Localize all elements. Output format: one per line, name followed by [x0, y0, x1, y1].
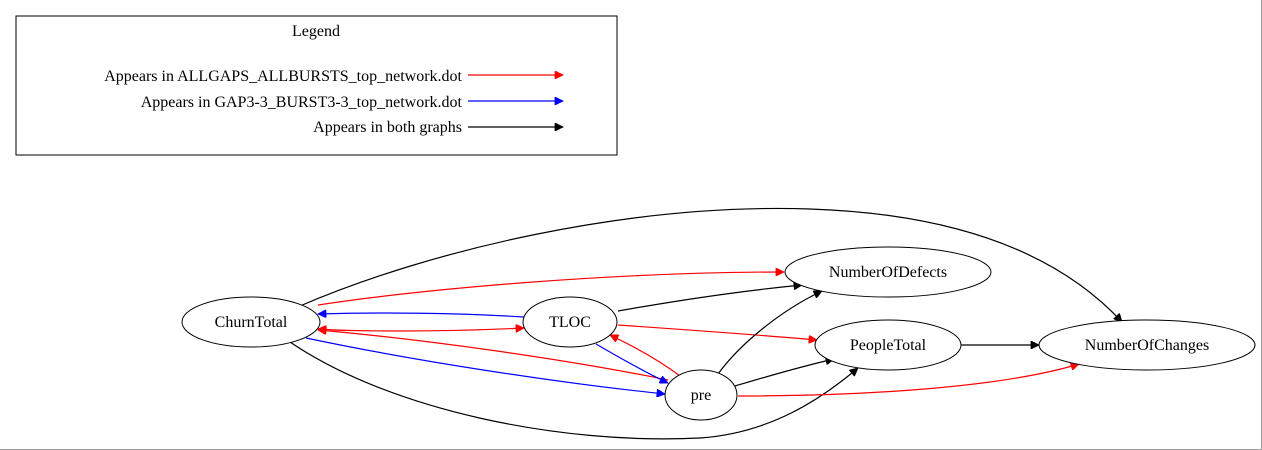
edge-churn-to-people: [289, 341, 858, 440]
edge-tloc-to-churn: [318, 313, 525, 317]
edges: [289, 207, 1122, 440]
node-label: PeopleTotal: [850, 337, 927, 354]
node-number-of-defects[interactable]: NumberOfDefects: [784, 246, 992, 298]
node-pre[interactable]: pre: [664, 369, 738, 421]
node-label: TLOC: [549, 314, 591, 331]
edge-churn-to-tloc: [332, 328, 524, 331]
node-number-of-changes[interactable]: NumberOfChanges: [1038, 319, 1256, 371]
edge-pre-to-tloc: [610, 335, 681, 377]
legend-entry-label: Appears in GAP3-3_BURST3-3_top_network.d…: [141, 94, 463, 111]
node-churn-total[interactable]: ChurnTotal: [181, 296, 321, 348]
edge-pre-to-people: [734, 359, 834, 387]
legend-box: [15, 15, 618, 156]
edge-churn-to-defects: [317, 272, 784, 306]
node-label: ChurnTotal: [215, 314, 288, 331]
legend-entry-label: Appears in ALLGAPS_ALLBURSTS_top_network…: [104, 68, 462, 85]
legend-title: Legend: [292, 23, 340, 40]
legend-entry-label: Appears in both graphs: [313, 119, 462, 136]
node-label: NumberOfChanges: [1085, 337, 1209, 354]
edge-churn-to-changes: [299, 207, 1122, 322]
node-label: NumberOfDefects: [829, 264, 947, 281]
node-people-total[interactable]: PeopleTotal: [814, 319, 962, 371]
node-label: pre: [691, 387, 711, 404]
edge-tloc-to-people: [617, 324, 817, 340]
edge-pre-to-changes: [737, 364, 1079, 397]
edge-pre-to-defects: [717, 291, 822, 375]
legend: Legend Appears in ALLGAPS_ALLBURSTS_top_…: [15, 15, 618, 156]
edge-tloc-to-pre: [595, 343, 668, 383]
node-tloc[interactable]: TLOC: [522, 296, 618, 348]
edge-churn-to-pre: [305, 337, 665, 394]
edge-pre-to-churn: [318, 330, 669, 381]
edge-tloc-to-defects: [617, 285, 802, 312]
nodes: ChurnTotal TLOC pre NumberOfDefects Peop…: [181, 246, 1256, 421]
